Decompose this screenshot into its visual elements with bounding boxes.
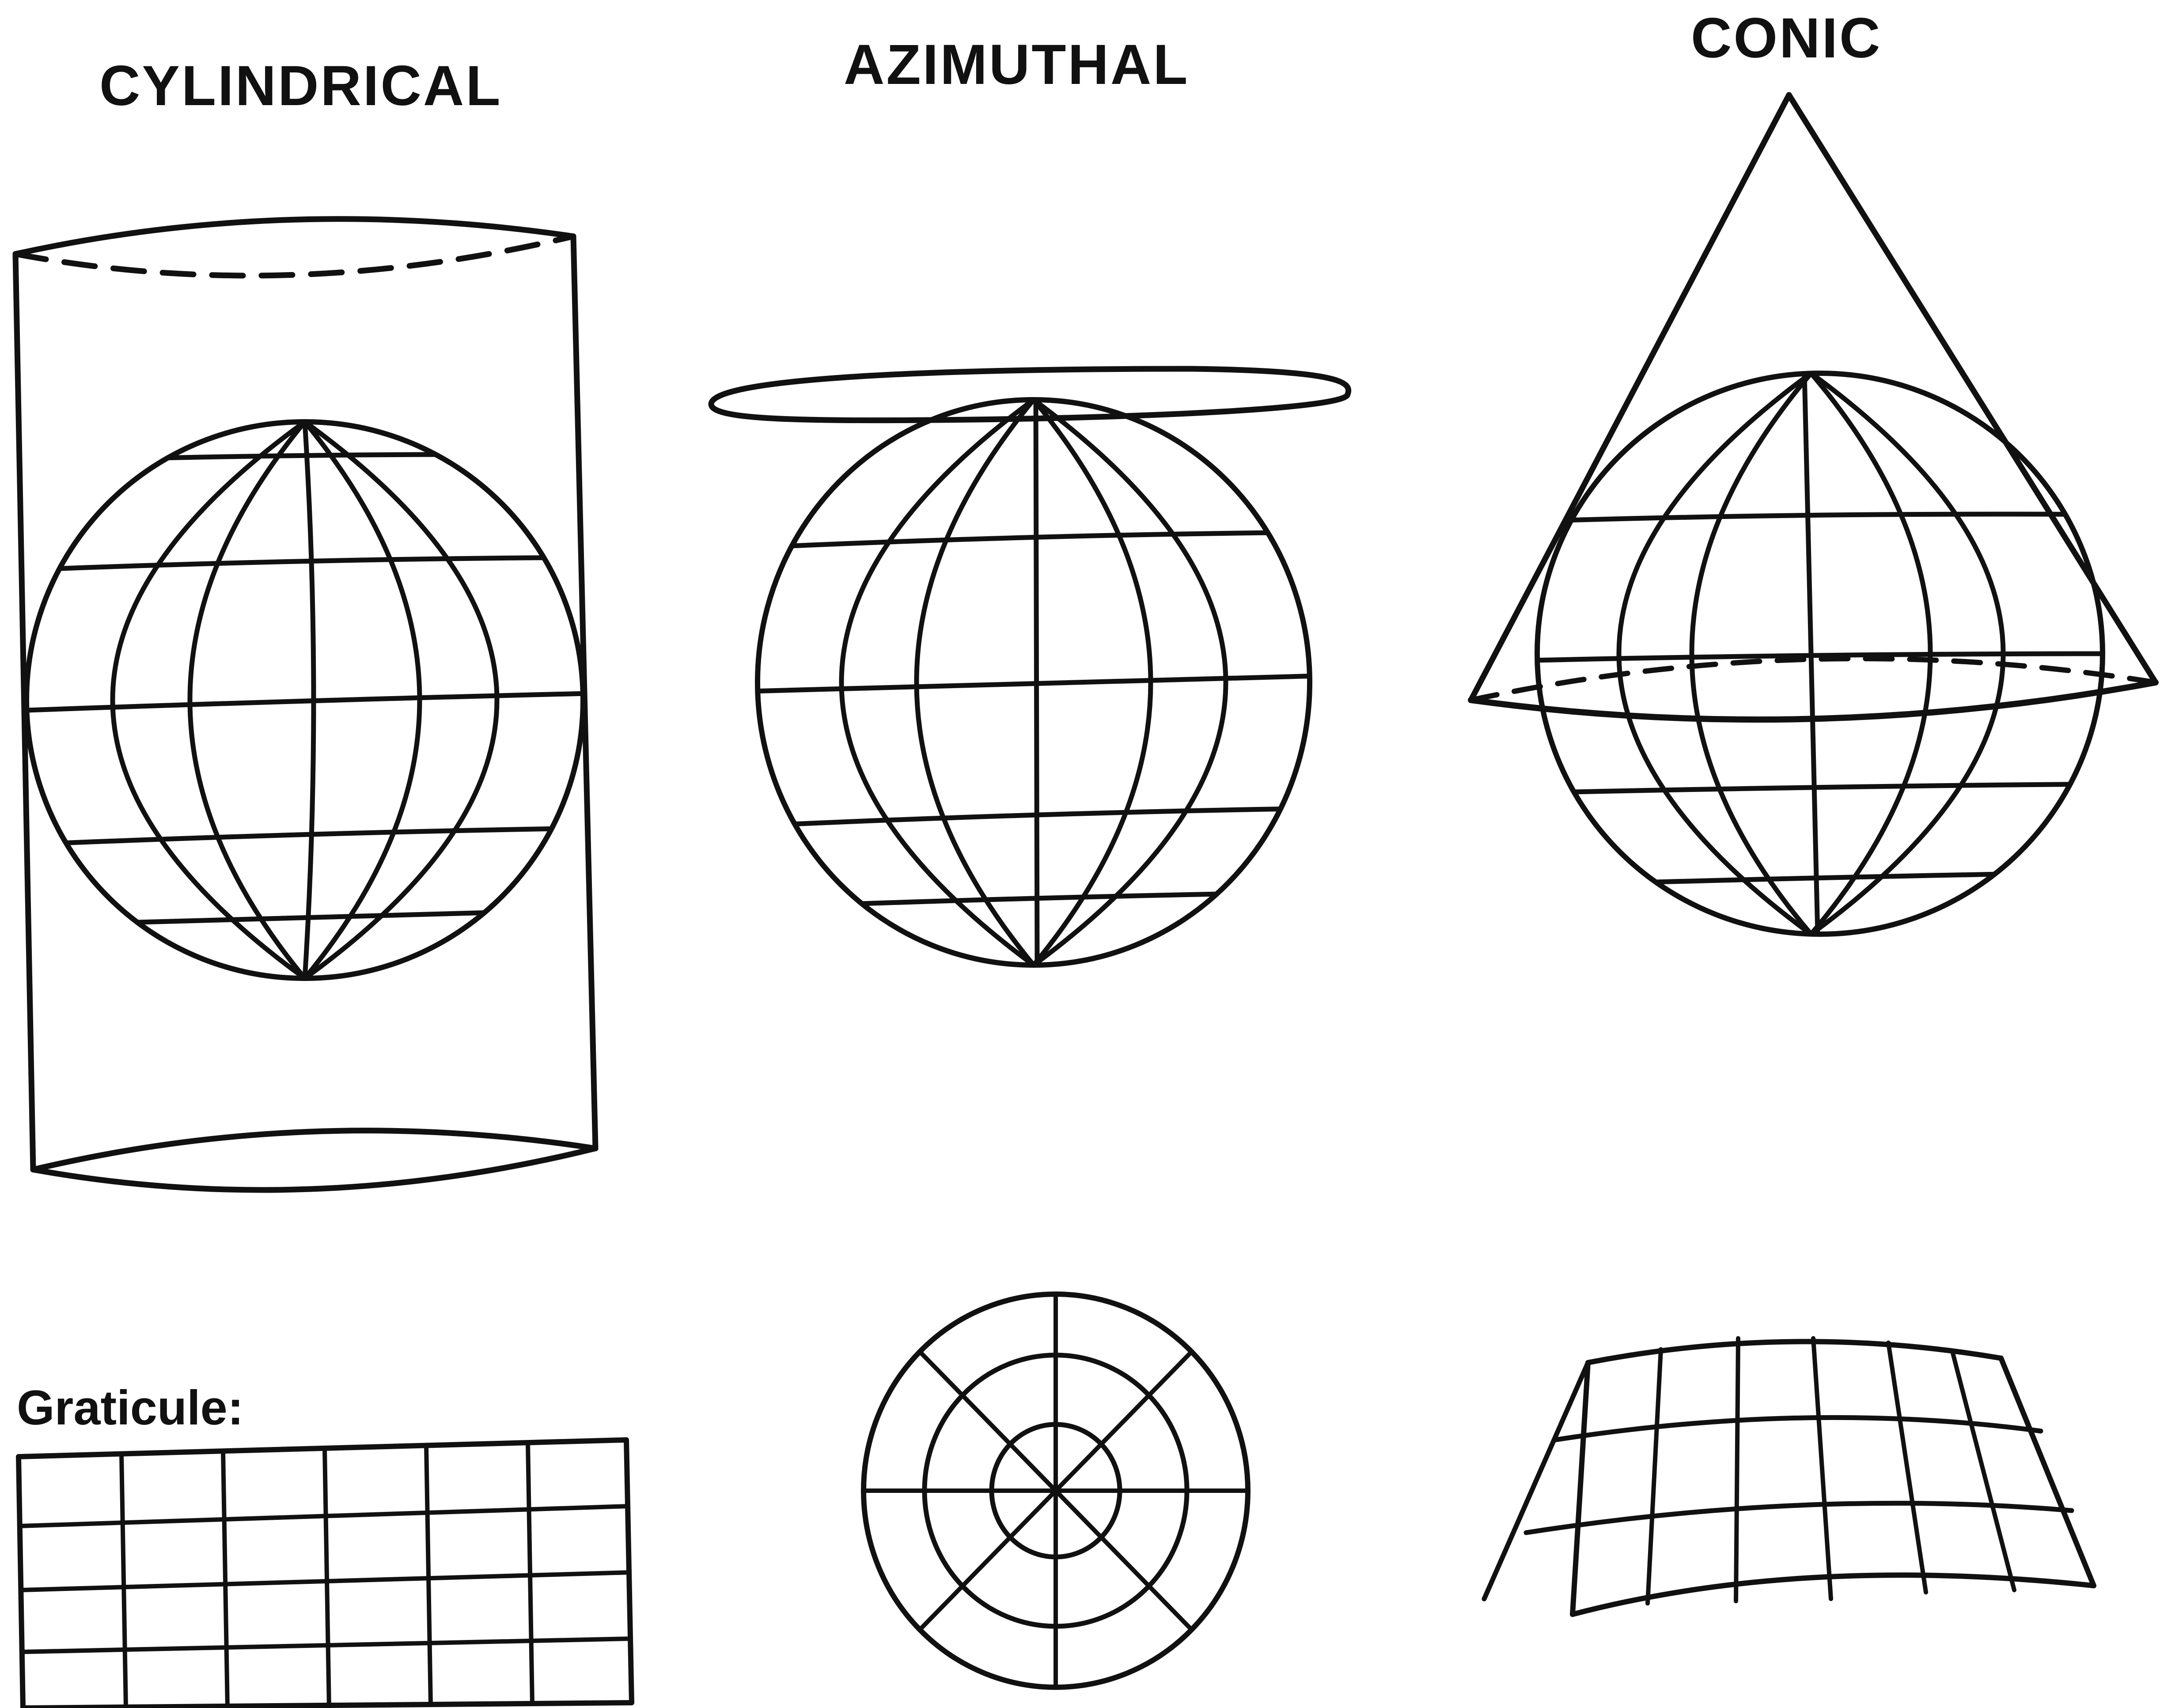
cylindrical-title: CYLINDRICAL	[99, 54, 502, 117]
azimuthal-globe	[751, 400, 1321, 965]
conic-globe	[1533, 373, 2107, 934]
conic-title: CONIC	[1691, 7, 1882, 70]
cone-surface	[1471, 95, 2156, 720]
azimuthal-plane	[711, 369, 1349, 420]
cylindrical-graticule	[19, 1440, 632, 1708]
cylindrical-globe	[27, 422, 587, 978]
conic-graticule	[1484, 1338, 2094, 1614]
graticule-label: Graticule:	[17, 1381, 243, 1435]
azimuthal-graticule	[864, 1294, 1248, 1687]
azimuthal-title: AZIMUTHAL	[844, 33, 1190, 96]
cylinder-surface	[15, 219, 595, 1190]
